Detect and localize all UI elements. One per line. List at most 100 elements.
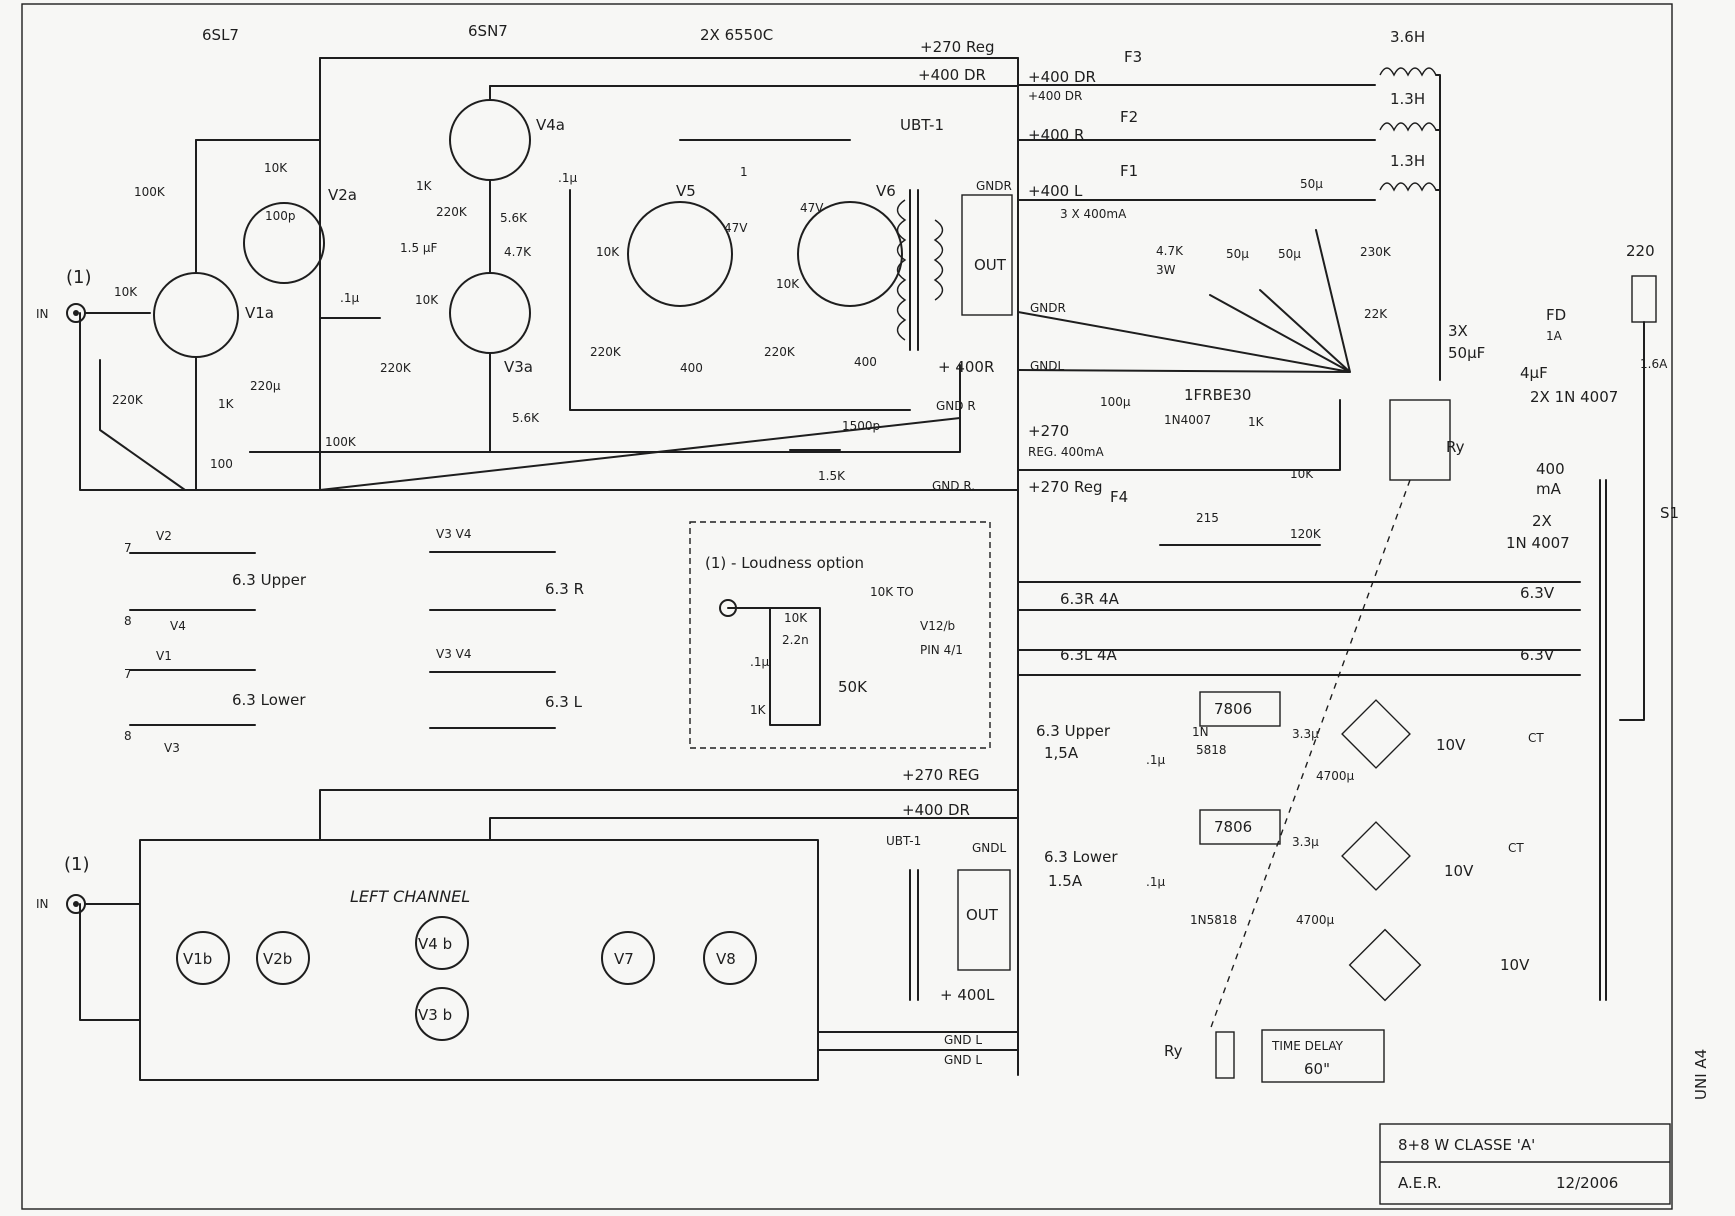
mains-switch-s1: S1 [1660, 504, 1679, 522]
input-jack-center-icon [73, 310, 79, 316]
wire-r220-gnd [99, 359, 186, 491]
tube-v4a-icon [449, 99, 531, 181]
heater-upper-top: V2 [156, 529, 172, 543]
choke-13h-b: 1.3H [1390, 152, 1425, 170]
left-input-jack-center-icon [73, 901, 79, 907]
cap-33u-b: 3.3µ [1292, 835, 1319, 849]
heater-upper-bot: V4 [170, 619, 186, 633]
rail-400-dr-label: +400 DR [918, 66, 986, 84]
left-gnd2: GND L [944, 1053, 982, 1067]
r-220k-c-label: 220K [436, 205, 468, 219]
cap-01u-a: .1µ [1146, 753, 1165, 767]
psu-fuses: 3 X 400mA [1060, 207, 1127, 221]
p400r-label: + 400R [938, 358, 994, 376]
diode-1n5818-b: 1N5818 [1190, 913, 1237, 927]
left-gnd-wires [817, 1031, 1019, 1051]
relay-ry: Ry [1446, 438, 1465, 456]
tube-v1a-icon [153, 272, 239, 358]
choke-2-icon [1379, 122, 1437, 132]
choke-13h-a: 1.3H [1390, 90, 1425, 108]
wire-ground-bus [79, 312, 1019, 491]
tube-v6-icon [797, 201, 903, 307]
left-rail-270: +270 REG [902, 766, 980, 784]
out-label: OUT [974, 256, 1007, 274]
mains-220: 220 [1626, 242, 1655, 260]
loudness-option: (1) - Loudness option 10K 2.2n .1µ 1K 50… [689, 521, 991, 749]
power-transformer-core [1599, 479, 1607, 1001]
loudness-to2: V12/b [920, 619, 955, 633]
time-delay-label: TIME DELAY [1271, 1039, 1344, 1053]
pin-8-b: 8 [124, 729, 132, 743]
psu-400dr2: +400 DR [1028, 89, 1082, 103]
input-label: IN [36, 307, 49, 321]
c-100u: 100µ [1100, 395, 1131, 409]
c-50u-c: 50µ [1278, 247, 1301, 261]
c-3x-50uf: 50µF [1448, 344, 1485, 362]
loudness-r1: 10K [784, 611, 808, 625]
mains-input: 220 1.6A S1 [1619, 242, 1679, 721]
heater-connections: V2 V4 7 8 6.3 Upper V1 V3 7 8 6.3 Lower … [124, 527, 584, 755]
r-1k-b-label: 1K [416, 179, 433, 193]
c-4uf: 4µF [1520, 364, 1548, 382]
loudness-to: 10K TO [870, 585, 914, 599]
fuse-f1: F1 [1120, 162, 1138, 180]
cap-01u-b: .1µ [1146, 875, 1165, 889]
reg-7806-a: 7806 [1214, 700, 1252, 718]
left-transformer-core [909, 869, 919, 1001]
heater-63v-b: 6.3V [1520, 646, 1555, 664]
left-tube-v8-icon [703, 931, 757, 985]
r-47k-3w: 3W [1156, 263, 1176, 277]
heater-supply: 6.3R 4A 6.3L 4A 6.3V 6.3V 6.3 Upper 1,5A… [1017, 479, 1607, 1002]
regulator-7806-a [1199, 691, 1281, 727]
title-block-frame [1379, 1123, 1671, 1205]
heater-lower-label: 6.3 Lower [232, 691, 306, 709]
psu-400r: +400 R [1028, 126, 1084, 144]
heater-upper-label: 6.3 Upper [232, 571, 307, 589]
r-220k-label: 220K [112, 393, 144, 407]
left-p400l: + 400L [940, 986, 995, 1004]
choke-1-icon [1379, 67, 1437, 77]
relay-link-dashed [1209, 479, 1411, 1031]
psu-400dr: +400 DR [1028, 68, 1096, 86]
mosfet-ifrbe30: 1FRBE30 [1184, 386, 1251, 404]
power-supply: +400 DR +400 DR F3 F2 F1 +400 R +400 L 3… [1017, 28, 1618, 552]
loudness-c1: 2.2n [782, 633, 809, 647]
left-gndl: GNDL [972, 841, 1007, 855]
heater-lower-wires [129, 669, 256, 726]
tube-v3a-icon [449, 272, 531, 354]
loudness-wires [727, 607, 821, 726]
v10-c: 10V [1500, 956, 1530, 974]
psu-b-plus-wires [1017, 84, 1376, 201]
r-grid-10k-label: 10K [114, 285, 138, 299]
ubt1-label: UBT-1 [900, 116, 944, 134]
left-rail-270-wire [319, 789, 1019, 841]
r-100k-b-label: 100K [325, 435, 357, 449]
fuse-f3: F3 [1124, 48, 1142, 66]
left-tube-v7: V7 [614, 950, 634, 968]
c-3x: 3X [1448, 322, 1468, 340]
left-rail-400: +400 DR [902, 801, 970, 819]
heater-upper-wires [129, 552, 256, 611]
psu-gndr: GNDR [1030, 301, 1066, 315]
zener-215: 215 [1196, 511, 1219, 525]
title-block: 8+8 W CLASSE 'A' A.E.R. 12/2006 UNI A4 [1379, 1049, 1710, 1205]
hv-1n4007: 1N 4007 [1506, 534, 1570, 552]
c-100p-label: 100p [265, 209, 296, 223]
transformer-core [909, 189, 919, 351]
mains-fuse: 1.6A [1640, 357, 1668, 371]
tube-type-6sn7: 6SN7 [468, 22, 508, 40]
output-terminal-block [961, 194, 1013, 316]
time-delay-box [1261, 1029, 1385, 1083]
heater-r-wires [429, 551, 556, 611]
choke-36h: 3.6H [1390, 28, 1425, 46]
v10-b: 10V [1444, 862, 1474, 880]
r-1k-label: 1K [218, 397, 235, 411]
ct-b: CT [1508, 841, 1524, 855]
left-tube-v1b-icon [176, 931, 230, 985]
r-15k-label: 1.5K [818, 469, 846, 483]
c-50u-b: 50µ [1226, 247, 1249, 261]
r-220k-g5-label: 220K [590, 345, 622, 359]
r-220k-b-label: 220K [380, 361, 412, 375]
loudness-title: (1) - Loudness option [705, 554, 864, 572]
c-15uf-label: 1.5 µF [400, 241, 438, 255]
